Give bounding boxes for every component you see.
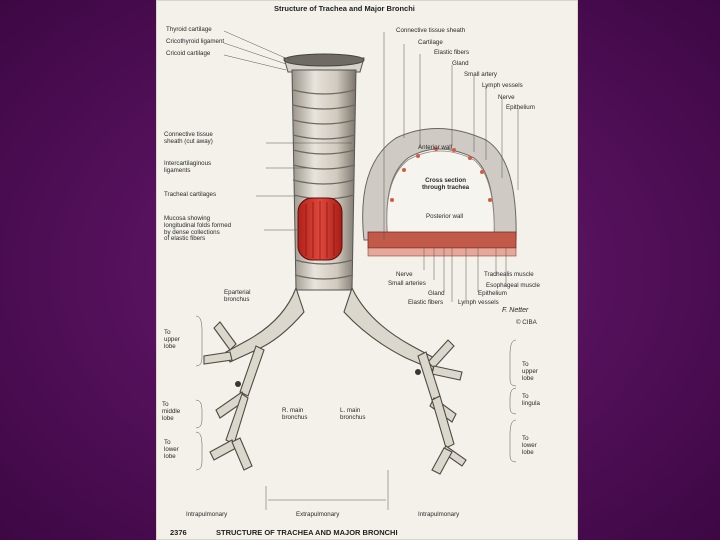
label-eparterial-bronchus: Eparterial bronchus bbox=[224, 290, 250, 304]
label-right-lower-lobe: To lower lobe bbox=[522, 436, 537, 456]
label-bottom-nerve: Nerve bbox=[396, 272, 413, 279]
artist-signature: F. Netter bbox=[502, 308, 528, 315]
label-gland: Gland bbox=[452, 61, 469, 68]
label-left-upper-lobe: To upper lobe bbox=[164, 330, 180, 350]
cricoid-cartilage bbox=[284, 54, 364, 66]
label-cricothyroid-ligament: Cricothyroid ligament bbox=[166, 39, 224, 46]
label-left-lower-lobe: To lower lobe bbox=[164, 440, 179, 460]
label-small-artery: Small artery bbox=[464, 72, 497, 79]
label-small-arteries: Small arteries bbox=[388, 281, 426, 288]
posterior-wall bbox=[368, 232, 516, 248]
label-l-main-bronchus: L. main bronchus bbox=[340, 408, 365, 422]
label-posterior-wall: Posterior wall bbox=[426, 214, 463, 221]
label-intrapulmonary-left: Intrapulmonary bbox=[186, 512, 227, 519]
figure-caption: STRUCTURE OF TRACHEA AND MAJOR BRONCHI bbox=[216, 528, 398, 537]
label-lingula: To lingula bbox=[522, 394, 540, 408]
label-thyroid-cartilage: Thyroid cartilage bbox=[166, 27, 212, 34]
label-anterior-wall: Anterior wall bbox=[418, 145, 452, 152]
label-bottom-gland: Gland bbox=[428, 291, 445, 298]
label-lymph-vessels: Lymph vessels bbox=[482, 83, 523, 90]
label-elastic-fibers: Elastic fibers bbox=[434, 50, 469, 57]
label-trachealis-muscle: Trachealis muscle bbox=[484, 272, 534, 279]
label-extrapulmonary: Extrapulmonary bbox=[296, 512, 339, 519]
label-right-upper-lobe: To upper lobe bbox=[522, 362, 538, 382]
label-r-main-bronchus: R. main bronchus bbox=[282, 408, 307, 422]
illustration-plate: Structure of Trachea and Major Bronchi T… bbox=[156, 0, 578, 540]
label-bottom-elastic-fibers: Elastic fibers bbox=[408, 300, 443, 307]
label-cross-section: Cross section through trachea bbox=[422, 178, 469, 192]
label-intrapulmonary-right: Intrapulmonary bbox=[418, 512, 459, 519]
label-cricoid-cartilage: Cricoid cartilage bbox=[166, 51, 210, 58]
label-connective-tissue-sheath: Connective tissue sheath (cut away) bbox=[164, 132, 213, 146]
label-mucosa: Mucosa showing longitudinal folds formed… bbox=[164, 216, 231, 243]
label-cartilage: Cartilage bbox=[418, 40, 443, 47]
copyright-mark: © CIBA bbox=[516, 320, 537, 327]
label-tracheal-cartilages: Tracheal cartilages bbox=[164, 192, 216, 199]
label-nerve: Nerve bbox=[498, 95, 515, 102]
label-intercartilaginous-ligaments: Intercartilaginous ligaments bbox=[164, 161, 211, 175]
label-epithelium: Epithelium bbox=[506, 105, 535, 112]
bronchial-tree bbox=[204, 288, 466, 474]
trachea-illustration bbox=[156, 0, 578, 540]
label-bottom-lymph-vessels: Lymph vessels bbox=[458, 300, 499, 307]
label-bottom-epithelium: Epithelium bbox=[478, 291, 507, 298]
plate-title: Structure of Trachea and Major Bronchi bbox=[274, 4, 415, 13]
cross-section-inner bbox=[387, 151, 494, 240]
label-esophageal-muscle: Esophageal muscle bbox=[486, 283, 540, 290]
label-middle-lobe: To middle lobe bbox=[162, 402, 180, 422]
label-connective-tissue-sheath-right: Connective tissue sheath bbox=[396, 28, 465, 35]
figure-number: 2376 bbox=[170, 528, 187, 537]
